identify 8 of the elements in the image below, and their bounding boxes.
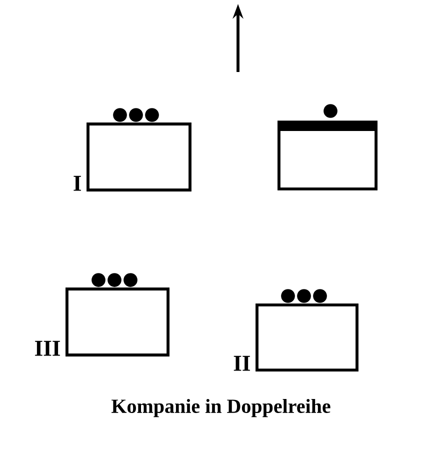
roman-numeral: II — [234, 356, 250, 371]
caption: Kompanie in Doppelreihe — [112, 398, 330, 418]
roman-numeral: III — [35, 340, 60, 356]
platoon-box — [66, 288, 170, 356]
platoon-box — [256, 304, 358, 372]
platoon-box — [86, 122, 192, 192]
roman-numeral: I — [74, 176, 81, 191]
platoon-box — [278, 120, 378, 190]
